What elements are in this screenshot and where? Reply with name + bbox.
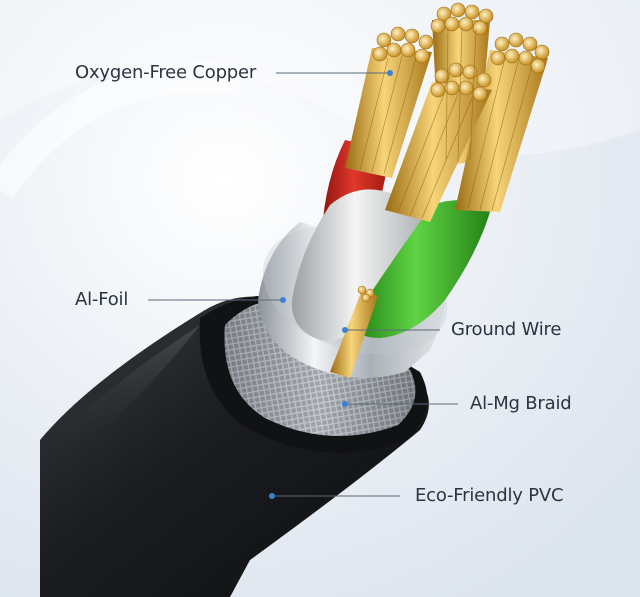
ground-wire [330,285,378,378]
leader-dot-pvc [269,493,275,499]
label-al-mg-braid: Al-Mg Braid [470,393,572,414]
label-eco-friendly-pvc: Eco-Friendly PVC [415,485,564,506]
leader-dot-foil [280,297,286,303]
leader-lines [148,72,458,497]
label-oxygen-free-copper: Oxygen-Free Copper [75,62,257,83]
label-al-foil: Al-Foil [75,289,129,310]
pvc-jacket-highlight [45,325,200,470]
copper-strand-lines [359,27,533,219]
green-wire [352,200,492,338]
copper-bundle-center [385,62,492,222]
background-arc-stroke [0,62,242,199]
leader-dots [269,70,393,499]
white-wire [291,189,432,341]
copper-bundle-left [345,26,434,178]
leader-dot-ground [342,327,348,333]
leader-dot-braid [342,401,348,407]
label-ground-wire: Ground Wire [451,319,562,340]
leader-dot-copper [387,70,393,76]
copper-bundle-right [455,32,550,212]
